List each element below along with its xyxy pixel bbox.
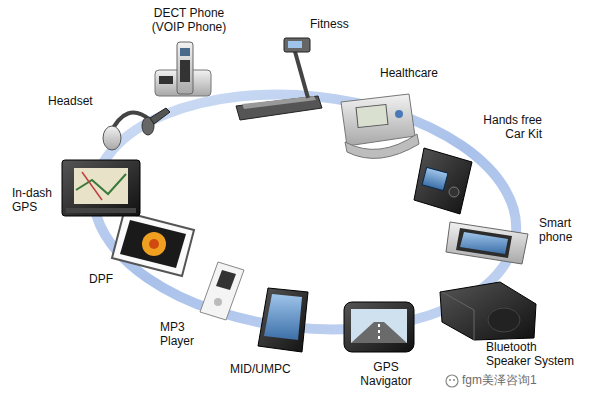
device-label: GPS Navigator <box>354 360 418 388</box>
device-label: Bluetooth Speaker System <box>486 340 578 368</box>
headset <box>103 108 170 150</box>
device-label: Fitness <box>310 17 349 31</box>
device-label: Healthcare <box>380 66 438 80</box>
device-label: DECT Phone (VOIP Phone) <box>143 6 235 34</box>
blood-pressure-monitor <box>341 94 419 158</box>
smartphone <box>446 222 528 264</box>
device-label: DPF <box>89 272 113 286</box>
device-label: In-dash GPS <box>12 186 64 214</box>
treadmill <box>236 38 322 120</box>
dect-phone <box>155 42 211 96</box>
device-label: MID/UMPC <box>230 362 291 376</box>
gps-navigator <box>344 302 414 352</box>
mid-umpc <box>258 288 308 352</box>
car-kit <box>414 148 472 214</box>
device-label: Headset <box>48 94 93 108</box>
in-dash-gps <box>62 160 140 216</box>
device-label: Smart phone <box>539 216 581 244</box>
watermark-text: fgm美泽咨询1 <box>462 373 537 387</box>
mp3-player <box>200 262 244 320</box>
device-label: Hands free Car Kit <box>468 113 542 141</box>
device-label: MP3 Player <box>160 320 206 348</box>
photo-frame <box>112 212 194 276</box>
watermark-icon <box>446 375 458 387</box>
bluetooth-speaker <box>440 282 536 340</box>
